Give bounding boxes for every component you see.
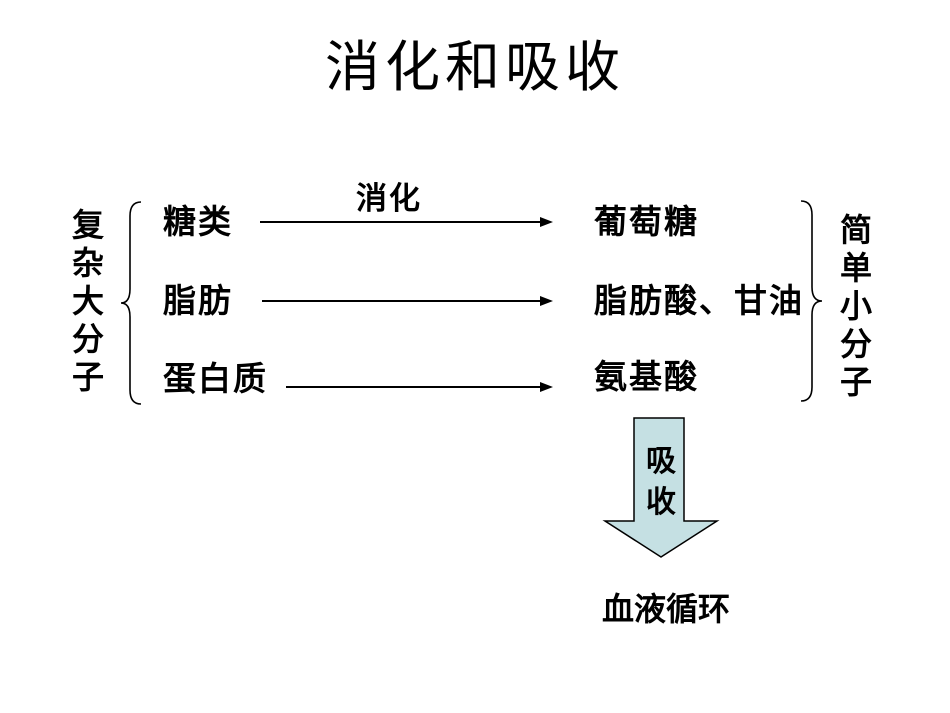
digestion-arrow-row1 — [260, 217, 553, 227]
digestion-arrow-row2 — [262, 296, 553, 306]
digestion-arrow-row3 — [286, 382, 553, 392]
substrate-carbohydrate: 糖类 — [163, 205, 233, 241]
absorption-down-arrow-shape — [602, 417, 720, 558]
product-amino-acid: 氨基酸 — [594, 360, 699, 396]
right-group-label: 简单小分子 — [839, 212, 872, 400]
slide-title: 消化和吸收 — [324, 37, 625, 98]
product-fatty-acid-glycerol: 脂肪酸、甘油 — [594, 284, 804, 320]
blood-circulation-text: 血液循环 — [602, 591, 731, 627]
right-brace — [800, 200, 823, 402]
absorption-down-arrow — [602, 417, 720, 558]
absorption-label: 吸收 — [646, 445, 676, 519]
substrate-fat: 脂肪 — [163, 284, 233, 320]
digestion-process-label: 消化 — [356, 181, 422, 216]
left-brace — [120, 201, 142, 405]
product-glucose: 葡萄糖 — [594, 205, 699, 241]
substrate-protein: 蛋白质 — [163, 362, 268, 398]
left-group-label: 复杂大分子 — [71, 207, 104, 395]
